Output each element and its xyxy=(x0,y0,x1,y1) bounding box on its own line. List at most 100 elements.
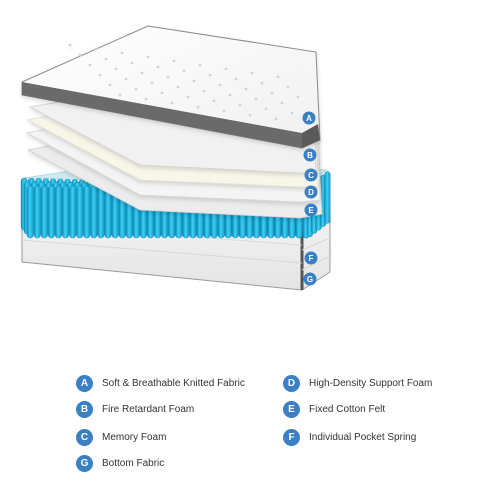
quilt-dot xyxy=(290,111,294,115)
legend-label-b: Fire Retardant Foam xyxy=(102,403,195,415)
spring-coil xyxy=(324,171,331,224)
quilt-dot xyxy=(238,103,242,107)
legend-badge-c: C xyxy=(76,428,93,446)
quilt-dot xyxy=(296,95,300,99)
diagram-badge-label-e: E xyxy=(308,206,314,215)
quilt-dot xyxy=(124,77,128,81)
quilt-dot xyxy=(88,63,92,67)
legend-label-c: Memory Foam xyxy=(102,431,167,443)
legend-badge-b: B xyxy=(76,400,93,418)
quilt-dot xyxy=(78,53,82,57)
spring-coil xyxy=(90,185,98,239)
quilt-dot xyxy=(250,71,254,75)
quilt-dot xyxy=(156,65,160,69)
quilt-dot xyxy=(144,97,148,101)
spring-coil xyxy=(26,185,34,239)
quilt-dot xyxy=(140,71,144,75)
diagram-badge-label-b: B xyxy=(307,151,313,160)
legend-badge-a: A xyxy=(76,374,93,392)
quilt-dot xyxy=(98,73,102,77)
spring-coil xyxy=(69,185,77,239)
quilt-dot xyxy=(150,81,154,85)
quilt-dot xyxy=(286,85,290,89)
quilt-dot xyxy=(146,55,150,59)
spring-coil xyxy=(62,185,69,239)
layer-legend: A Soft & Breathable Knitted Fabric B Fir… xyxy=(0,355,500,500)
legend-badge-g: G xyxy=(76,454,93,472)
quilt-dot xyxy=(160,91,164,95)
quilt-dot xyxy=(224,67,228,71)
quilt-dot xyxy=(198,63,202,67)
legend-badge-d: D xyxy=(283,374,300,392)
quilt-dot xyxy=(208,73,212,77)
quilt-dot xyxy=(170,101,174,105)
diagram-badge-g xyxy=(303,272,317,286)
legend-label-a: Soft & Breathable Knitted Fabric xyxy=(102,377,245,389)
spring-coil xyxy=(40,185,48,239)
quilt-pattern xyxy=(68,43,300,121)
quilt-dot xyxy=(276,75,280,79)
quilt-dot xyxy=(254,97,258,101)
quilt-dot xyxy=(186,95,190,99)
legend-item-e: E Fixed Cotton Felt xyxy=(283,399,385,419)
quilt-dot xyxy=(248,113,252,117)
quilt-dot xyxy=(108,83,112,87)
quilt-dot xyxy=(166,75,170,79)
quilt-dot xyxy=(104,57,108,61)
diagram-badge-d xyxy=(304,185,318,199)
legend-label-f: Individual Pocket Spring xyxy=(309,431,417,443)
legend-item-f: F Individual Pocket Spring xyxy=(283,427,416,447)
spring-coil xyxy=(76,185,84,239)
mattress-exploded-diagram: A B CDE F G xyxy=(20,25,331,291)
quilt-dot xyxy=(270,91,274,95)
legend-badge-f: F xyxy=(283,428,300,446)
diagram-badge-a xyxy=(302,111,316,125)
spring-coil xyxy=(83,185,91,239)
quilt-dot xyxy=(202,89,206,93)
spring-coil xyxy=(33,185,41,239)
diagram-badge-label-f: F xyxy=(309,254,314,263)
quilt-dot xyxy=(212,99,216,103)
quilt-dot xyxy=(218,83,222,87)
legend-label-g: Bottom Fabric xyxy=(102,457,165,469)
legend-label-d: High-Density Support Foam xyxy=(309,377,433,389)
quilt-dot xyxy=(228,93,232,97)
legend-item-a: A Soft & Breathable Knitted Fabric xyxy=(76,373,245,393)
diagram-badge-f xyxy=(304,251,318,265)
diagram-badge-label-c: C xyxy=(308,171,314,180)
legend-label-e: Fixed Cotton Felt xyxy=(309,403,386,415)
diagram-badge-label-a: A xyxy=(306,114,312,123)
diagram-badge-label-g: G xyxy=(307,275,313,284)
diagram-badge-c xyxy=(304,168,318,182)
layer-a-knitted-fabric xyxy=(21,25,321,149)
legend-badge-e: E xyxy=(283,400,300,418)
quilt-dot xyxy=(118,93,122,97)
quilt-dot xyxy=(264,107,268,111)
diagram-badge-label-d: D xyxy=(308,188,314,197)
quilt-dot xyxy=(244,87,248,91)
layer-badges: A B CDE F G xyxy=(302,111,318,286)
diagram-badge-e xyxy=(304,203,318,217)
diagram-badge-b xyxy=(303,148,317,162)
spring-coil xyxy=(48,185,55,239)
quilt-dot xyxy=(134,87,138,91)
spring-coil xyxy=(97,185,105,239)
legend-item-d: D High-Density Support Foam xyxy=(283,373,432,393)
quilt-dot xyxy=(192,79,196,83)
quilt-dot xyxy=(68,43,72,47)
quilt-dot xyxy=(196,105,200,109)
quilt-dot xyxy=(172,59,176,63)
quilt-dot xyxy=(130,61,134,65)
legend-item-g: G Bottom Fabric xyxy=(76,453,164,473)
spring-coil xyxy=(55,185,62,239)
quilt-dot xyxy=(222,109,226,113)
quilt-dot xyxy=(114,67,118,71)
quilt-dot xyxy=(94,47,98,51)
quilt-dot xyxy=(234,77,238,81)
quilt-dot xyxy=(120,51,124,55)
legend-item-c: C Memory Foam xyxy=(76,427,166,447)
quilt-dot xyxy=(182,69,186,73)
quilt-dot xyxy=(274,117,278,121)
quilt-dot xyxy=(260,81,264,85)
legend-item-b: B Fire Retardant Foam xyxy=(76,399,194,419)
